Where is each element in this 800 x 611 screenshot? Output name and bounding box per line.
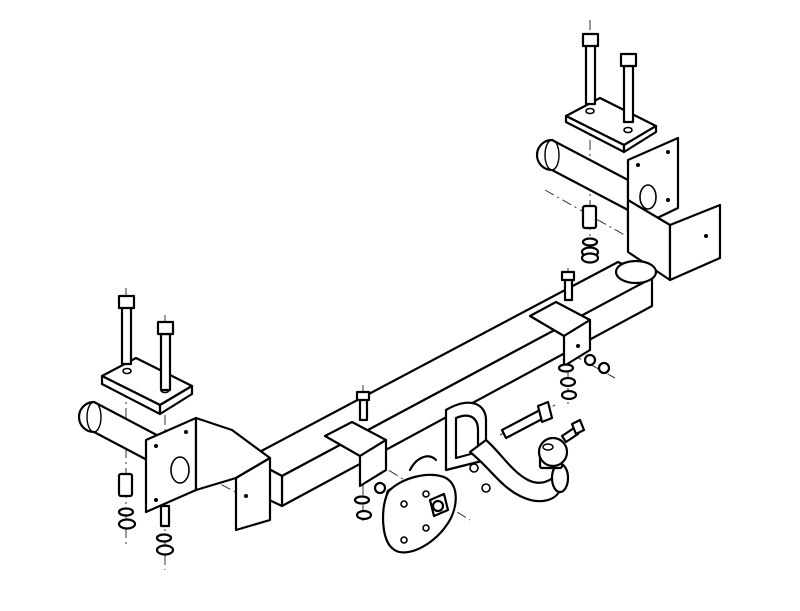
right-mounting-plate	[564, 96, 658, 154]
crossbar-bracket-right	[528, 270, 611, 401]
right-side-bracket	[535, 136, 722, 282]
crossbar-bracket-left	[323, 390, 399, 521]
left-side-bracket	[77, 400, 272, 556]
left-bolts	[117, 294, 175, 392]
left-mounting-plate	[100, 356, 194, 416]
neck-bolt	[500, 400, 554, 440]
tow-ball	[537, 418, 586, 470]
socket-plate	[382, 455, 457, 554]
right-bolts	[581, 32, 638, 124]
